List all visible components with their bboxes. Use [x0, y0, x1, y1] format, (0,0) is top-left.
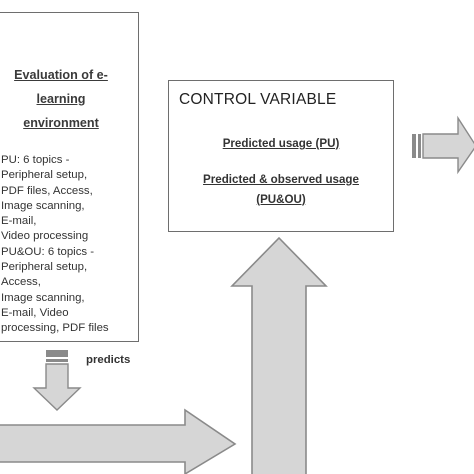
evaluation-title: Evaluation of e- learning environment [0, 63, 125, 135]
predicts-label: predicts [86, 354, 131, 366]
body-line: E-mail, [1, 215, 37, 228]
body-line: Peripheral setup, [1, 261, 88, 274]
up-arrow [230, 236, 328, 474]
evaluation-body: PU: 6 topics - Peripheral setup, PDF fil… [1, 153, 135, 337]
control-variable-box: CONTROL VARIABLE Predicted usage (PU) Pr… [168, 80, 394, 232]
body-line: Access, [1, 276, 41, 289]
body-line: Image scanning, [1, 199, 85, 212]
body-line: PDF files, Access, [1, 184, 93, 197]
predicted-observed-usage-label: Predicted & observed usage [203, 173, 359, 186]
evaluation-title-line: Evaluation of e- [14, 68, 108, 82]
body-line: PU: 6 topics - [1, 154, 70, 166]
predicted-observed-usage-abbrev: (PU&OU) [256, 193, 306, 206]
predicted-usage-label: Predicted usage (PU) [222, 137, 340, 150]
evaluation-title-line: learning [36, 92, 86, 106]
body-line: Peripheral setup, [1, 169, 88, 182]
body-line: E-mail, Video [1, 306, 69, 319]
right-arrow [0, 408, 237, 474]
evaluation-title-line: environment [23, 116, 99, 130]
control-variable-title: CONTROL VARIABLE [179, 91, 337, 108]
body-line: Video processing [1, 230, 89, 243]
exit-arrow [412, 115, 474, 175]
body-line: PU&OU: 6 topics - [1, 245, 95, 258]
body-line: Image scanning, [1, 291, 85, 304]
body-line: processing, PDF files [1, 322, 109, 335]
evaluation-box: Evaluation of e- learning environment PU… [0, 12, 139, 342]
down-arrow [32, 350, 82, 411]
